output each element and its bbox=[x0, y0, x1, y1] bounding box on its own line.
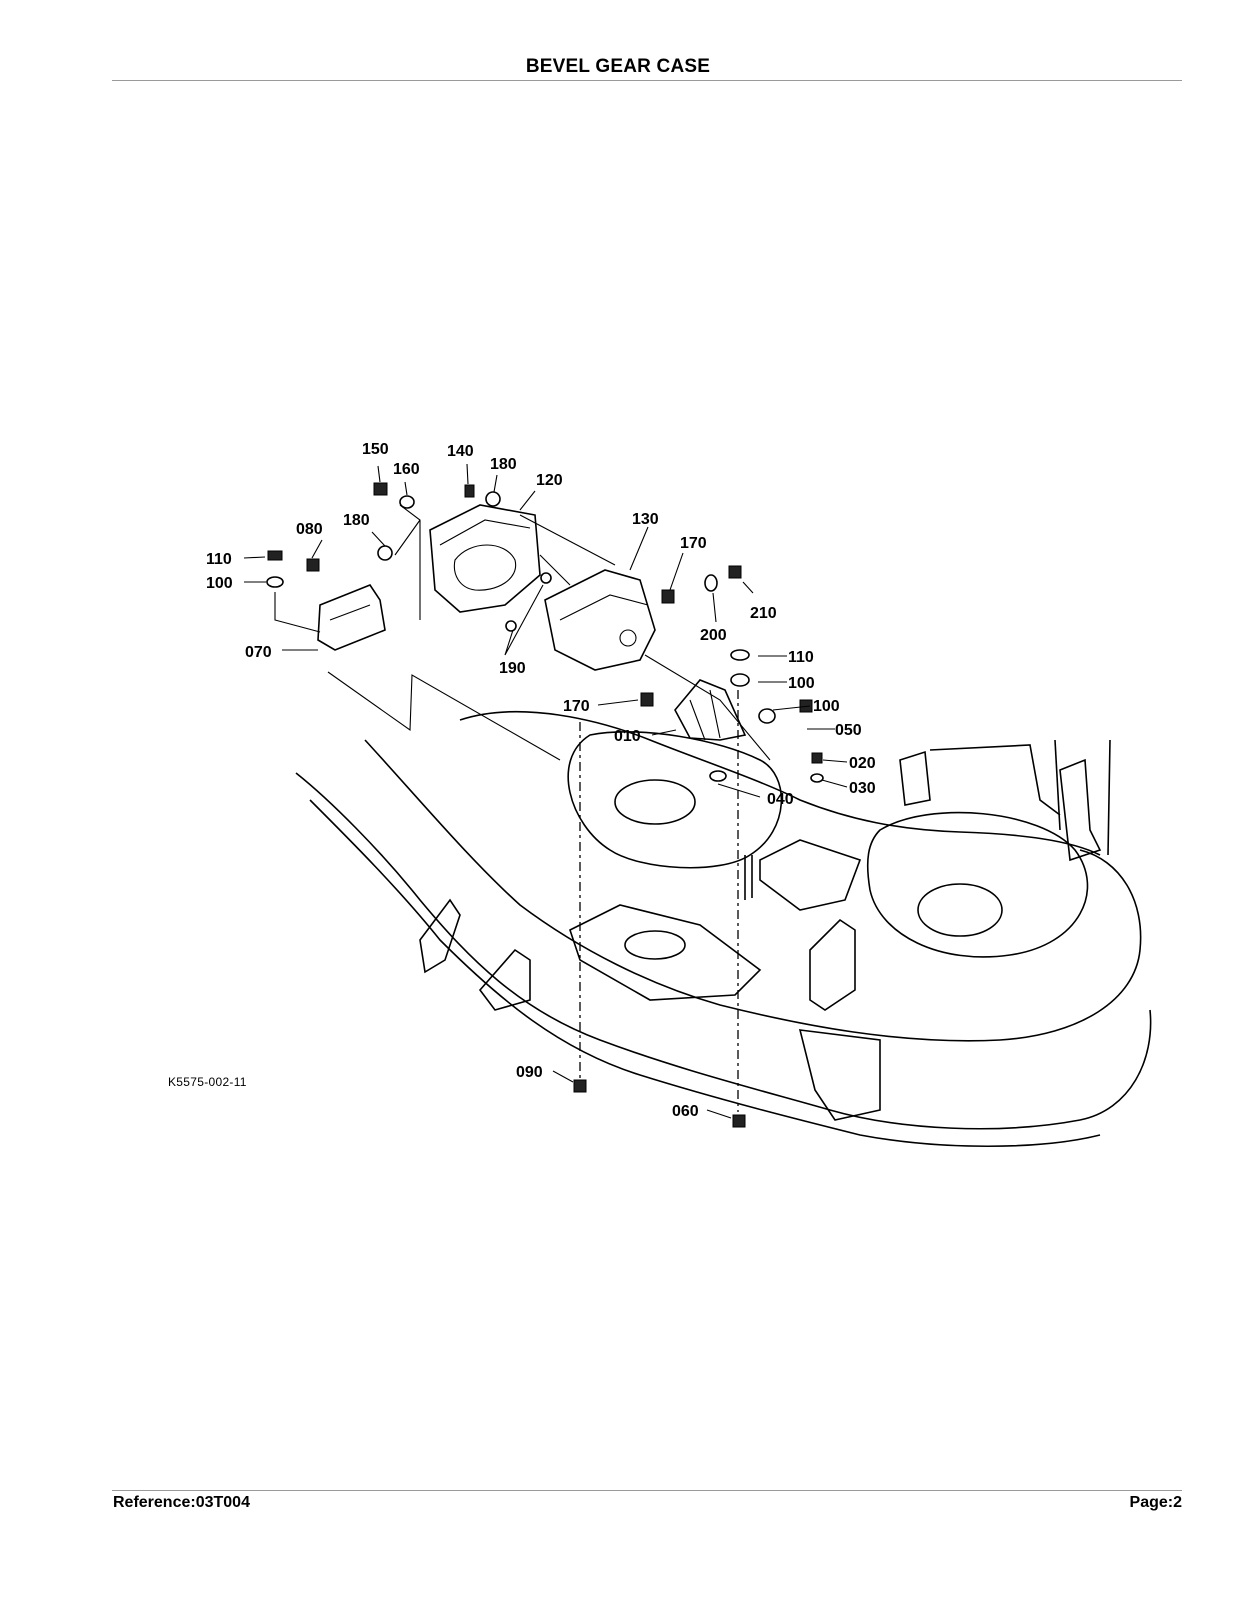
centre-lines bbox=[579, 690, 739, 1112]
callout-080: 080 bbox=[296, 521, 323, 538]
footer-rule bbox=[112, 1490, 1182, 1491]
callout-labels: 150 160 140 180 120 180 080 110 100 070 … bbox=[168, 441, 876, 1120]
callout-180-top: 180 bbox=[490, 456, 517, 473]
bracket-010 bbox=[674, 679, 747, 741]
callout-100-left: 100 bbox=[206, 575, 233, 592]
callout-090: 090 bbox=[516, 1064, 543, 1081]
callout-110-right: 110 bbox=[788, 649, 814, 666]
callout-170-bottom: 170 bbox=[563, 698, 590, 715]
callout-130: 130 bbox=[632, 511, 659, 528]
reference-label: Reference:03T004 bbox=[113, 1494, 250, 1511]
callout-170-top: 170 bbox=[680, 535, 707, 552]
callout-190: 190 bbox=[499, 660, 526, 677]
figure-code: K5575-002-11 bbox=[168, 1075, 247, 1089]
gearbox-upper-case bbox=[429, 504, 541, 613]
callout-020: 020 bbox=[849, 755, 876, 772]
bracket-070 bbox=[317, 584, 386, 651]
callout-180-left: 180 bbox=[343, 512, 370, 529]
mower-deck bbox=[295, 710, 1152, 1148]
callout-010: 010 bbox=[614, 728, 641, 745]
callout-050: 050 bbox=[835, 722, 862, 739]
callout-030: 030 bbox=[849, 780, 876, 797]
header-rule bbox=[112, 80, 1182, 81]
callout-160: 160 bbox=[393, 461, 420, 478]
callout-120: 120 bbox=[536, 472, 563, 489]
callout-150: 150 bbox=[362, 441, 389, 458]
callout-110-left: 110 bbox=[206, 551, 232, 568]
callout-140: 140 bbox=[447, 443, 474, 460]
page-number: Page:2 bbox=[1129, 1494, 1182, 1511]
leader-lines bbox=[243, 463, 848, 1119]
callout-040: 040 bbox=[767, 791, 794, 808]
callout-210: 210 bbox=[750, 605, 777, 622]
callout-060: 060 bbox=[672, 1103, 699, 1120]
callout-070: 070 bbox=[245, 644, 272, 661]
page-title: BEVEL GEAR CASE bbox=[525, 56, 711, 77]
hardware bbox=[266, 482, 824, 1128]
gearbox-lower-case bbox=[544, 569, 656, 671]
callout-100-right: 100 bbox=[788, 675, 815, 692]
callout-100-lower: 100 bbox=[813, 698, 840, 715]
callout-200: 200 bbox=[700, 627, 727, 644]
